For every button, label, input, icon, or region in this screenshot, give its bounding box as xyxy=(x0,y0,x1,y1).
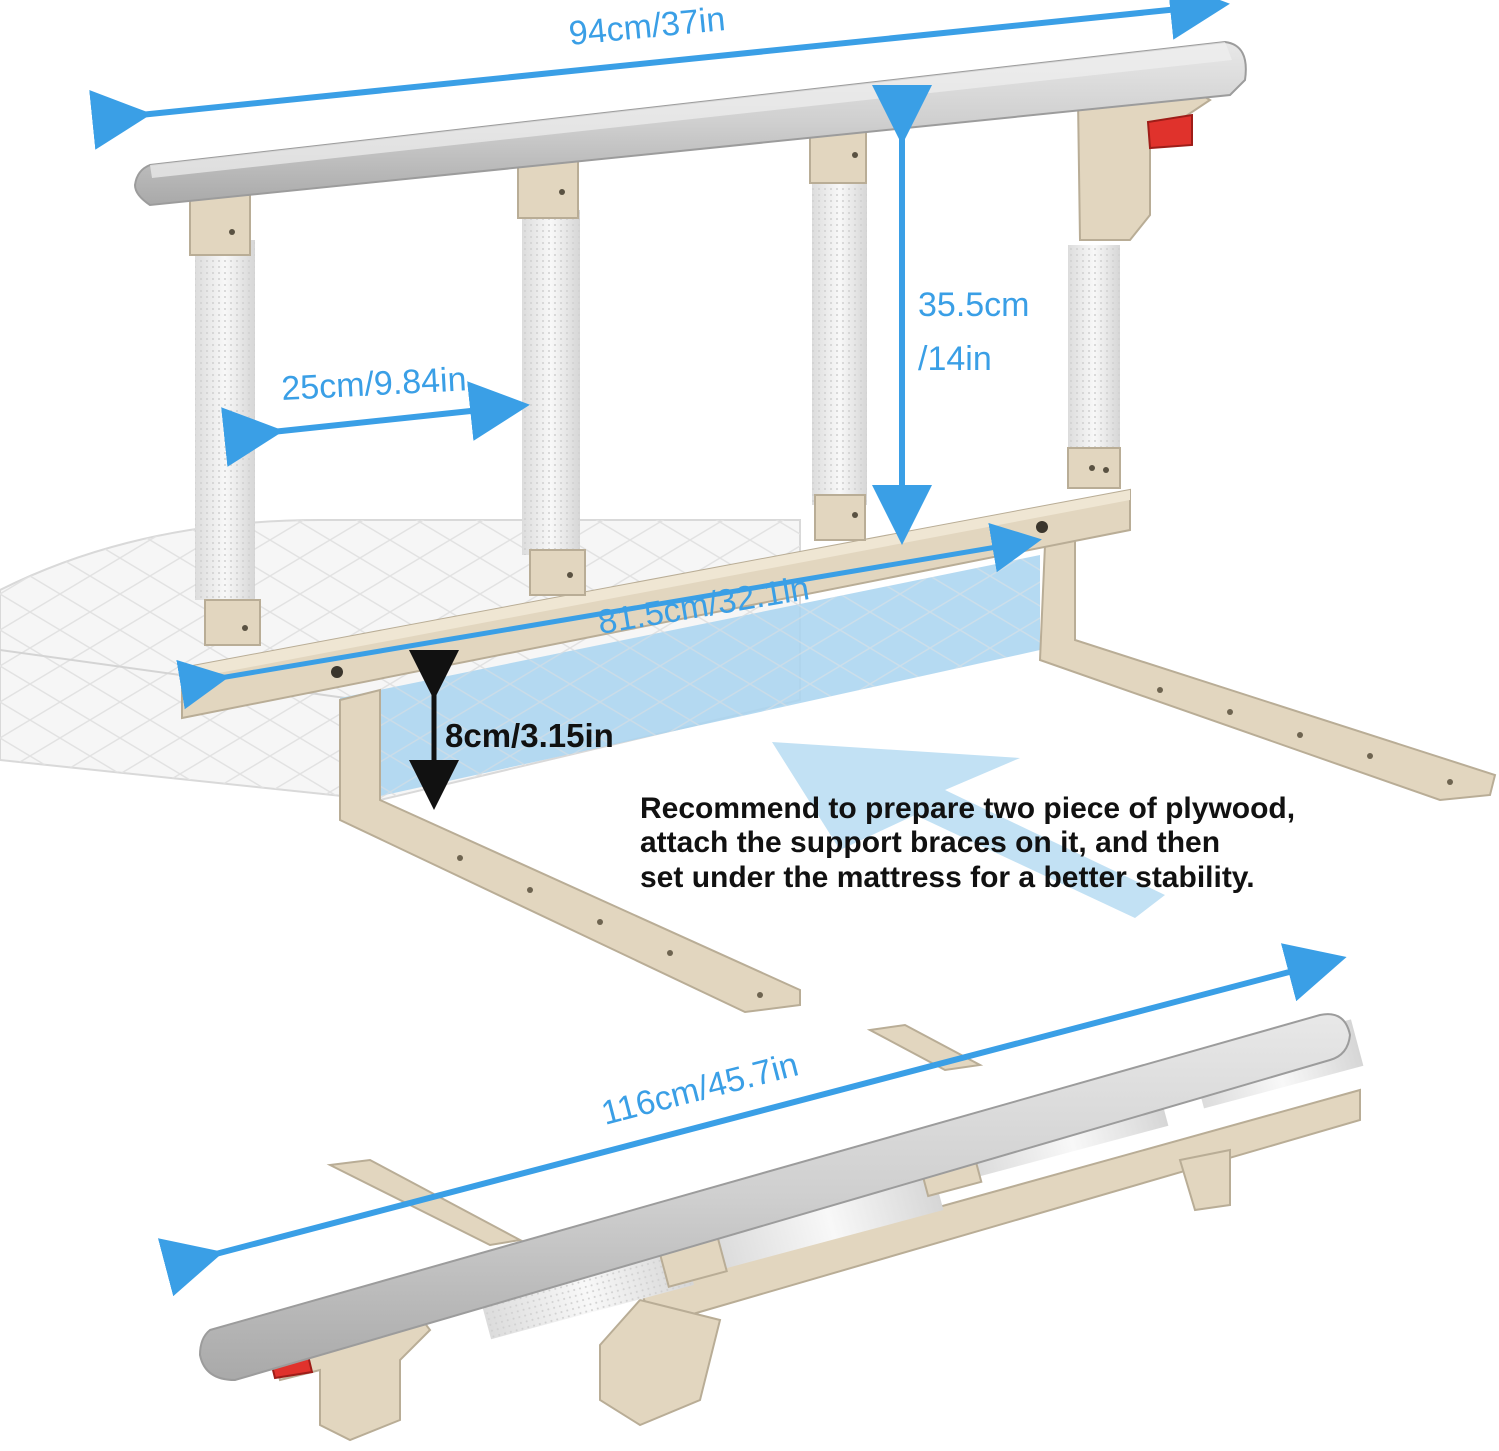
arrow-folded-length xyxy=(157,943,1347,1297)
plywood-note: Recommend to prepare two piece of plywoo… xyxy=(640,792,1295,894)
post-3 xyxy=(809,124,867,541)
post-4 xyxy=(1067,87,1212,489)
label-folded-length: 116cm/45.7in xyxy=(597,1045,802,1132)
post-1 xyxy=(189,194,261,646)
support-brace-back xyxy=(1038,538,1497,802)
arrow-spacing xyxy=(221,381,530,467)
dimension-arrows xyxy=(89,0,1347,1297)
direction-arrow xyxy=(772,742,1165,918)
release-lever-top xyxy=(1146,113,1193,150)
arrow-base-length xyxy=(176,523,1042,710)
label-height-cm: 35.5cm xyxy=(918,286,1030,324)
label-spacing: 25cm/9.84in xyxy=(280,360,467,408)
arrow-top-length xyxy=(89,0,1230,150)
note-line-2: attach the support braces on it, and the… xyxy=(640,826,1220,859)
note-line-3: set under the mattress for a better stab… xyxy=(640,861,1255,894)
note-line-1: Recommend to prepare two piece of plywoo… xyxy=(640,792,1295,825)
post-2 xyxy=(517,157,586,596)
label-thickness: 8cm/3.15in xyxy=(445,717,614,754)
label-top-length: 94cm/37in xyxy=(567,0,727,53)
label-height-in: /14in xyxy=(918,340,992,378)
